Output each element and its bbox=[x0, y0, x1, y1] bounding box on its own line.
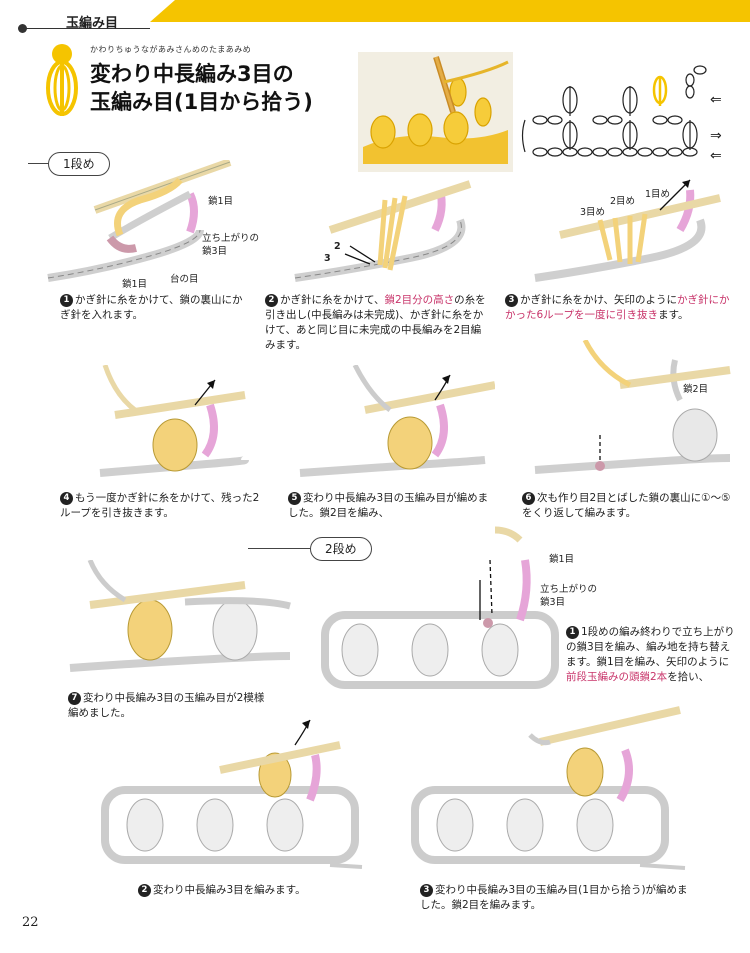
label-n2: 2目め bbox=[610, 196, 636, 207]
row2-step1-figure bbox=[321, 526, 559, 689]
step-number: 5 bbox=[288, 492, 301, 505]
step-number: 3 bbox=[420, 884, 433, 897]
step-highlight: かぎ針にかかった6ループを一度に引き抜き bbox=[505, 294, 730, 321]
step-text: 変わり中長編み3目を編みます。 bbox=[153, 884, 306, 896]
header-bar bbox=[138, 0, 750, 24]
label-n3: 3目め bbox=[580, 207, 606, 218]
row2-step3-figure bbox=[411, 706, 686, 870]
step-number: 6 bbox=[522, 492, 535, 505]
label-turning-1: 立ち上がりの bbox=[202, 233, 260, 244]
step4-figure bbox=[99, 365, 249, 477]
section-row1-badge: 1段め bbox=[48, 152, 110, 176]
label-base: 台の目 bbox=[170, 274, 199, 285]
step5-figure bbox=[299, 365, 495, 477]
step-text: の糸を引き出し(中長編みは未完成)、かぎ針に糸をかけて、あと同じ目に未完成の中長… bbox=[265, 294, 486, 351]
header-rule bbox=[20, 28, 150, 29]
step3-figure bbox=[534, 179, 721, 282]
label-r2-turn-2: 鎖3目 bbox=[540, 597, 566, 608]
label-chain1: 鎖1目 bbox=[208, 196, 234, 207]
step-highlight: 前段玉編みの頭鎖2本 bbox=[566, 671, 668, 683]
step-highlight: 鎖2目分の高さ bbox=[384, 294, 455, 306]
step-number: 1 bbox=[566, 626, 579, 639]
page-number: 22 bbox=[22, 915, 39, 930]
step-number: 2 bbox=[138, 884, 151, 897]
label-chain2: 鎖2目 bbox=[683, 384, 709, 395]
step2-figure bbox=[294, 180, 472, 282]
label-r2-turn-1: 立ち上がりの bbox=[540, 584, 598, 595]
row2-step2-figure bbox=[101, 719, 363, 869]
step-number: 7 bbox=[68, 692, 81, 705]
step-text: かぎ針に糸をかけ、矢印のように bbox=[520, 294, 677, 306]
label-two: 2 bbox=[334, 241, 341, 252]
step-text: 次も作り目2目とばした鎖の裏山に①〜⑤をくり返して編みます。 bbox=[522, 492, 731, 519]
step-text: ます。 bbox=[658, 309, 689, 321]
header-category: 玉編み目 bbox=[66, 16, 119, 31]
step-text: を拾い、 bbox=[667, 671, 710, 683]
svg-text:⇐: ⇐ bbox=[710, 148, 722, 164]
step1-figure bbox=[47, 160, 232, 282]
row1-divider bbox=[28, 163, 50, 164]
step-number: 2 bbox=[265, 294, 278, 307]
step-text: かぎ針に糸をかけて、鎖の裏山にかぎ針を入れます。 bbox=[60, 294, 243, 321]
step6-figure bbox=[534, 340, 731, 474]
label-r2-chain1: 鎖1目 bbox=[549, 554, 575, 565]
step-text: 変わり中長編み3目の玉編み目が編めました。鎖2目を編み、 bbox=[288, 492, 489, 519]
section-row2-badge: 2段め bbox=[310, 537, 372, 561]
step7-figure bbox=[69, 560, 291, 672]
step-text: かぎ針に糸をかけて、 bbox=[280, 294, 385, 306]
step-text: もう一度かぎ針に糸をかけて、残った2ループを引き抜きます。 bbox=[60, 492, 260, 519]
label-chain1b: 鎖1目 bbox=[122, 279, 148, 290]
step-number: 3 bbox=[505, 294, 518, 307]
step-text: 変わり中長編み3目の玉編み目(1目から拾う)が編めました。鎖2目を編みます。 bbox=[420, 884, 688, 911]
svg-text:⇐: ⇐ bbox=[710, 92, 722, 108]
title-ruby: かわりちゅうながあみさんめのたまあみめ bbox=[90, 45, 252, 54]
row2-divider bbox=[248, 548, 310, 549]
step-text: 1段めの編み終わりで立ち上がりの鎖3目を編み、編み地を持ち替えます。鎖1目を編み… bbox=[566, 626, 735, 668]
label-n1: 1目め bbox=[645, 189, 671, 200]
step-number: 1 bbox=[60, 294, 73, 307]
symbol-chart: ⇐ ⇒ ⇐ bbox=[521, 65, 722, 164]
label-turning-2: 鎖3目 bbox=[202, 246, 228, 257]
label-three: 3 bbox=[324, 253, 331, 264]
step-text: 変わり中長編み3目の玉編み目が2模様編めました。 bbox=[68, 692, 265, 719]
swatch-photo bbox=[358, 52, 513, 172]
svg-text:⇒: ⇒ bbox=[710, 128, 722, 144]
page-title-line2: 玉編み目(1目から拾う) bbox=[90, 90, 313, 114]
page-title-line1: 変わり中長編み3目の bbox=[90, 62, 294, 86]
stitch-symbol-icon bbox=[46, 44, 78, 116]
step-number: 4 bbox=[60, 492, 73, 505]
